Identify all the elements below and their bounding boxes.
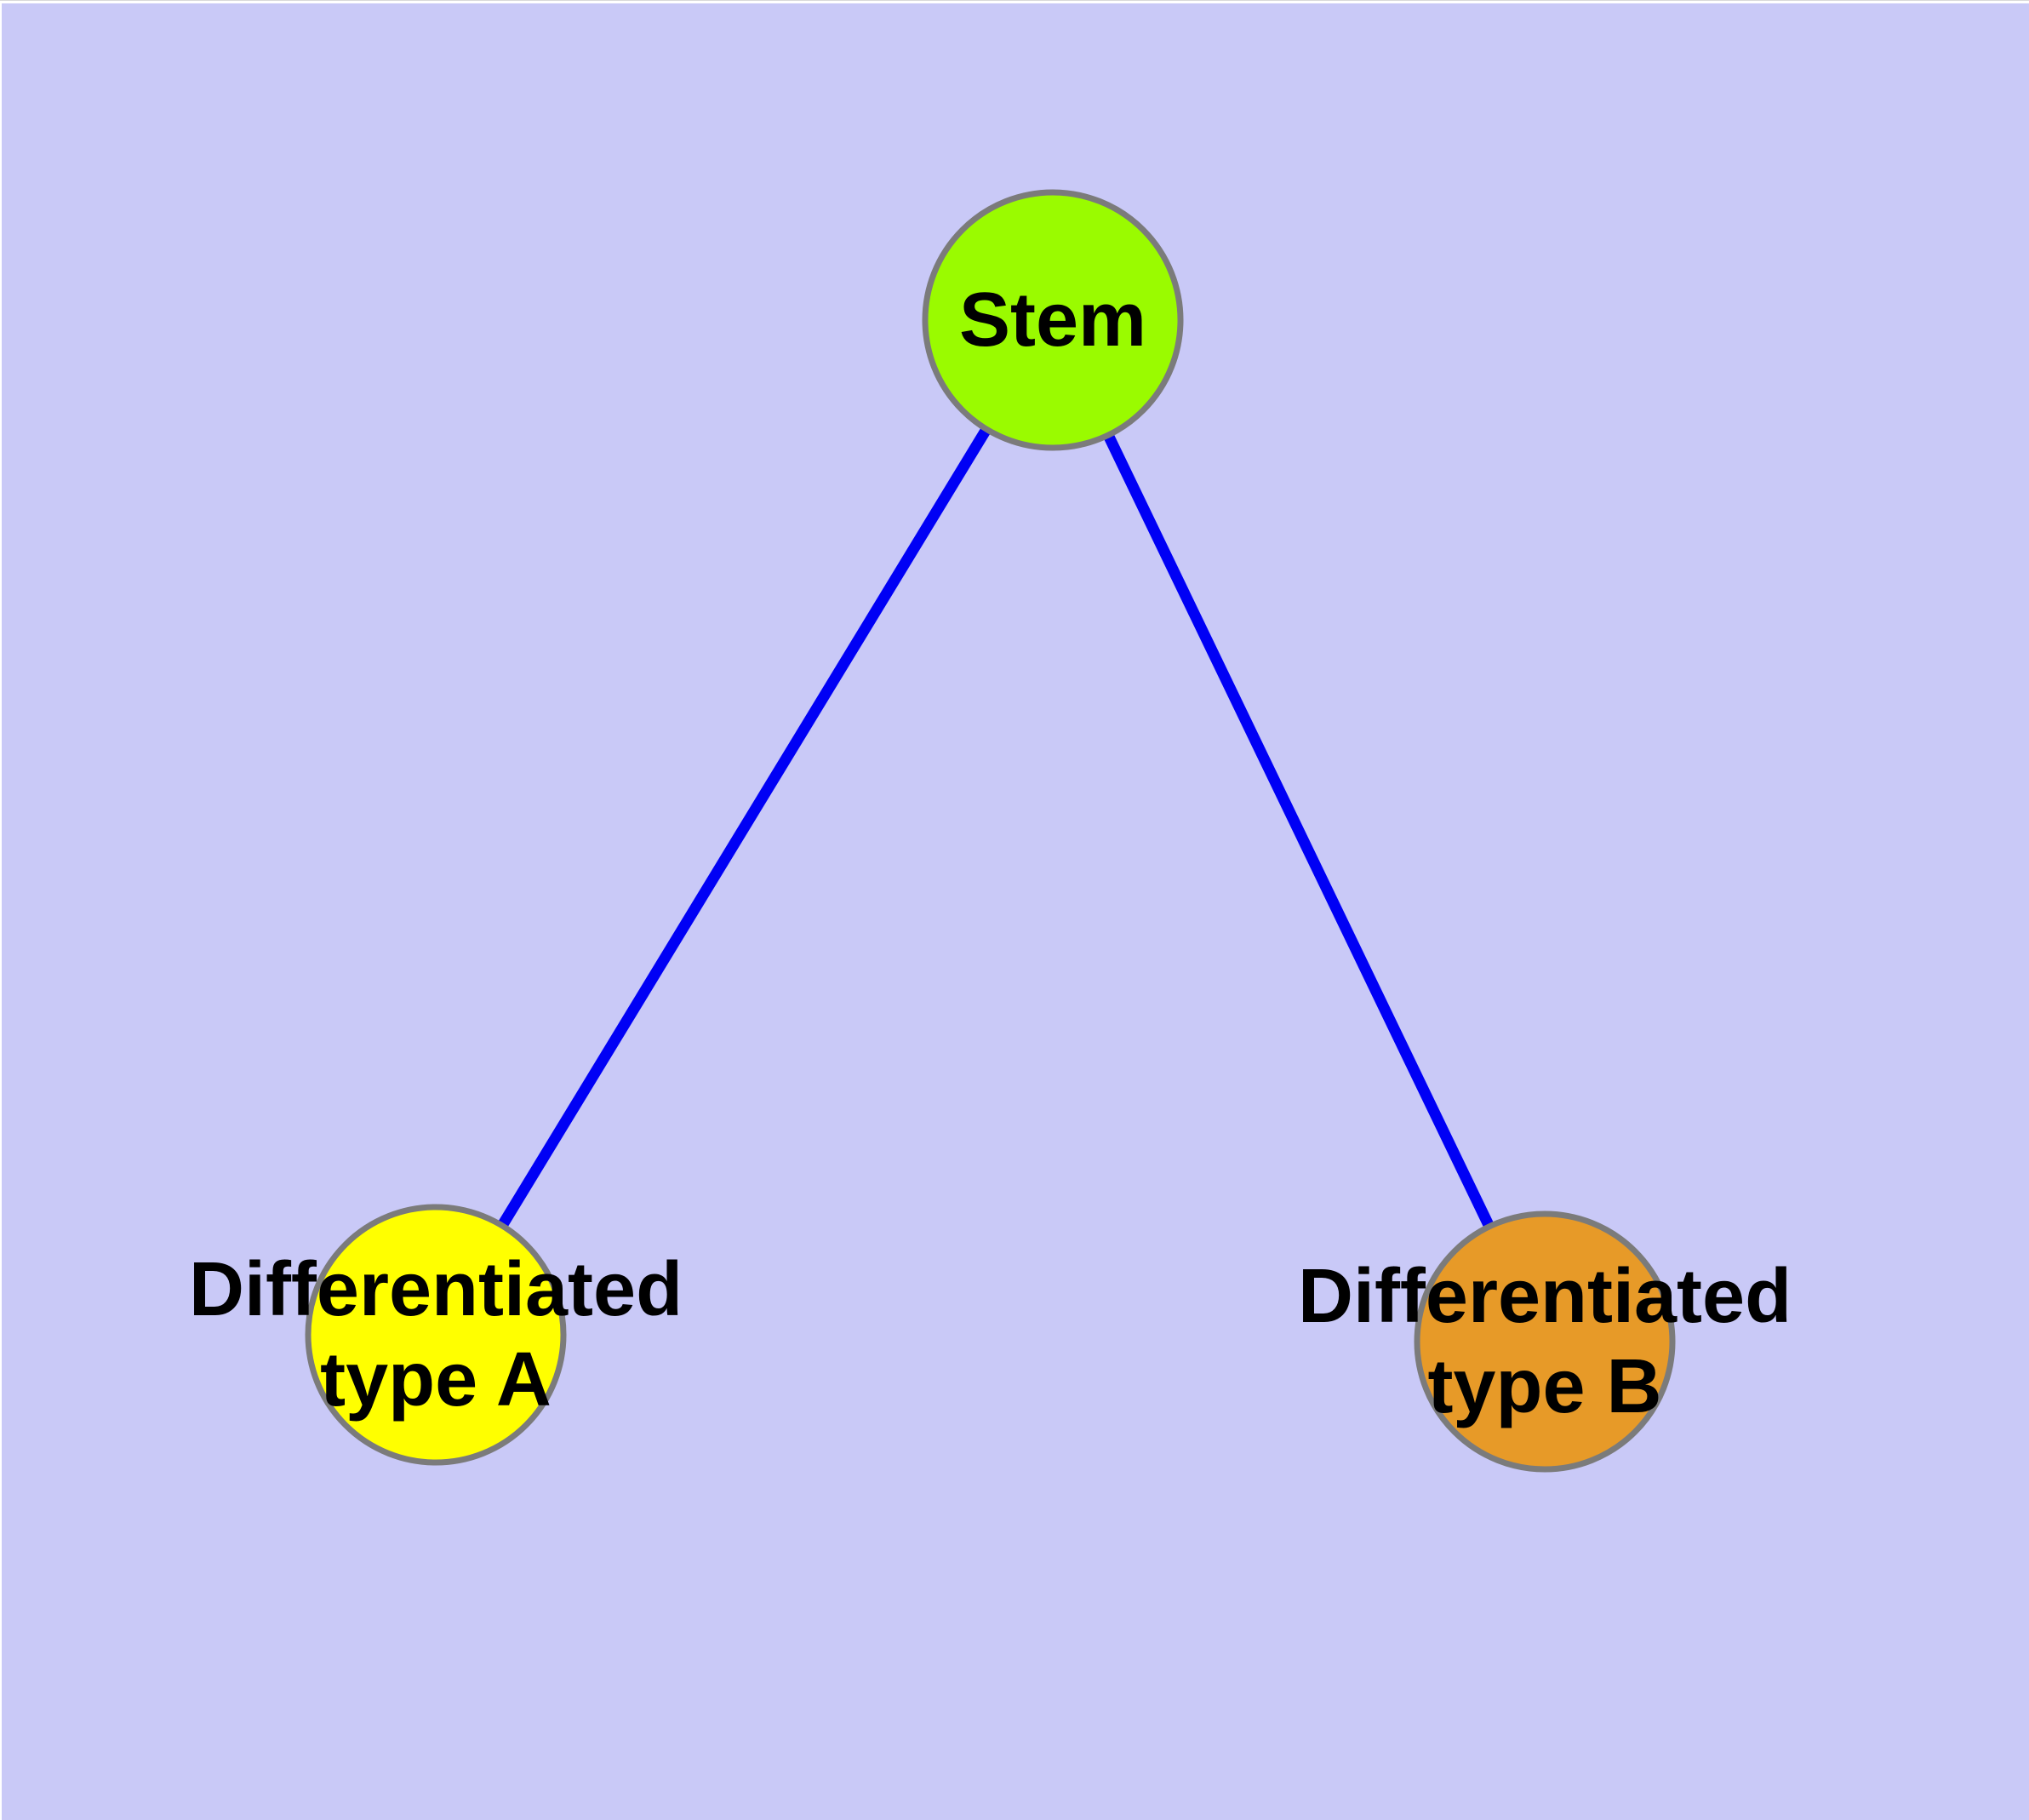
- graph-svg: [305, 189, 1676, 1473]
- node-label-line: type A: [320, 1337, 552, 1422]
- node-label-line: Differentiated: [1297, 1253, 1792, 1339]
- node-differentiated-type-a: [305, 1204, 567, 1466]
- node-label-line: Differentiated: [188, 1246, 683, 1332]
- edge-stem-to-type-b: [1048, 318, 1550, 1344]
- node-stem-label: Stem: [959, 275, 1146, 365]
- top-hairline: [0, 0, 2029, 1]
- node-stem: [922, 189, 1184, 451]
- node-differentiated-type-b: [1414, 1210, 1676, 1473]
- edge-stem-to-type-a: [431, 317, 1058, 1338]
- node-label-line: type B: [1427, 1344, 1662, 1429]
- diagram-canvas: Stem Differentiated type A Differentiate…: [2, 3, 2029, 1820]
- node-differentiated-type-a-label: Differentiated type A: [189, 1245, 683, 1425]
- node-label-line: Stem: [958, 277, 1147, 363]
- node-differentiated-type-b-label: Differentiated type B: [1298, 1251, 1792, 1432]
